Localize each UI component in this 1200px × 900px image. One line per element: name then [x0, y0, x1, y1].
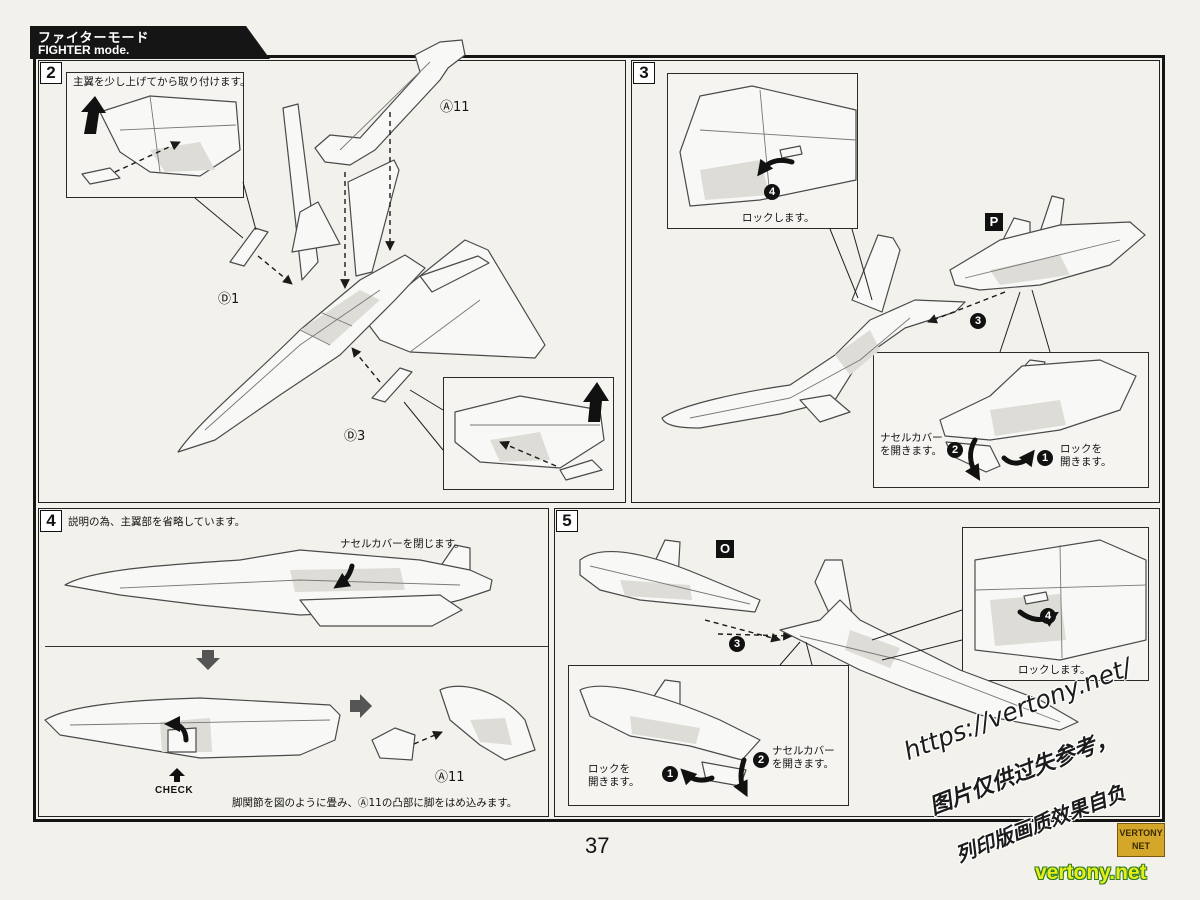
logo-text-top: VERTONY [1119, 828, 1163, 838]
header-title-jp: ファイターモード [38, 31, 150, 46]
leader-line [403, 389, 444, 451]
leader-line [779, 641, 813, 666]
assembly-arrow [351, 347, 381, 383]
leader-line [999, 289, 1051, 353]
unlock-arrow [680, 768, 715, 786]
logo-text-bottom: NET [1132, 841, 1150, 851]
nacelle-o-illustration [579, 539, 761, 613]
page-number: 37 [585, 833, 610, 858]
step-4-panel [38, 508, 549, 817]
note-line: 開きます。 [1060, 456, 1112, 468]
fold-gear-arrow [164, 716, 189, 743]
step-4-leg-detail-illustration [371, 685, 536, 761]
step-3-nacelle-note: ナセルカバー を開きます。 [880, 432, 943, 458]
note-line: ロックを [588, 763, 630, 775]
leader-line [871, 609, 963, 661]
step-5-lock-detail-illustration [974, 539, 1147, 661]
note-line: を開きます。 [880, 445, 942, 457]
step-3-lock-note: ロックします。 [742, 212, 815, 224]
step-5-lock-note: ロックします。 [1018, 664, 1091, 676]
step-5-panel [554, 508, 1160, 817]
site-watermark: vertony.net [1035, 861, 1147, 884]
close-cover-arrow [333, 563, 355, 589]
step-2-panel [38, 60, 626, 503]
assembly-arrow [413, 730, 443, 745]
step-3-number: 3 [633, 62, 655, 84]
assembly-arrow [704, 619, 781, 643]
step-5-unlock-note: ロックを 開きます。 [588, 763, 639, 789]
substep-3-badge: 3 [729, 636, 745, 652]
header-title-en: FIGHTER mode. [38, 43, 130, 57]
part-d1-illustration [229, 227, 269, 267]
step-2-d3-detail-illustration [454, 395, 605, 481]
check-up-arrow-icon [169, 768, 185, 782]
header-banner [30, 26, 270, 59]
substep-2-badge: 2 [947, 442, 963, 458]
lock-slide-arrow [757, 157, 795, 177]
substep-1-badge: 1 [1037, 450, 1053, 466]
part-d3-label: Ⓓ3 [344, 429, 366, 444]
part-d1-label: Ⓓ1 [218, 292, 240, 307]
step-2-wing-note: 主翼を少し上げてから取り付けます。 [73, 76, 251, 88]
note-line: ナセルカバー [772, 745, 835, 757]
check-label: CHECK [155, 785, 194, 796]
unlock-arrow [1001, 449, 1035, 468]
open-cover-arrow [733, 757, 748, 798]
part-d3-illustration [371, 367, 413, 403]
step-5-number: 5 [556, 510, 578, 532]
assembly-arrow [717, 630, 793, 641]
part-o-label: O [716, 540, 734, 558]
step-2-fighter-illustration [177, 103, 546, 453]
step-3-lock-detail-illustration [679, 85, 857, 207]
step-4-divider [45, 646, 548, 647]
step-2-number: 2 [40, 62, 62, 84]
leader-line [194, 181, 257, 239]
step-4-number: 4 [40, 510, 62, 532]
substep-3-badge: 3 [970, 313, 986, 329]
assembly-arrow [499, 440, 557, 467]
vertony-logo: VERTONY NET [1117, 823, 1165, 857]
assembly-arrow [114, 141, 181, 173]
step-4-fighter-gear-illustration [44, 697, 341, 759]
step-4-close-note: ナセルカバーを閉じます。 [340, 538, 465, 550]
step-4-omit-note: 説明の為、主翼部を省略しています。 [68, 516, 246, 528]
step-3-panel [631, 60, 1160, 503]
substep-1-badge: 1 [662, 766, 678, 782]
step-4-fighter-side-illustration [64, 544, 493, 627]
step-2-wing-detail-illustration [81, 95, 241, 185]
note-line: ナセルカバー [880, 432, 943, 444]
substep-4-badge: 4 [764, 184, 780, 200]
down-arrow-icon [196, 650, 220, 670]
assembly-arrow [257, 255, 293, 285]
substep-2-badge: 2 [753, 752, 769, 768]
note-line: ロックを [1060, 443, 1102, 455]
step-3-fighter-illustration [661, 234, 966, 429]
step-5-fighter-illustration [779, 559, 1079, 731]
open-cover-arrow [965, 437, 981, 481]
right-arrow-icon [350, 694, 372, 718]
part-a11-illustration [314, 39, 466, 166]
step-3-unlock-note: ロックを 開きます。 [1060, 443, 1111, 469]
note-line: を開きます。 [772, 758, 834, 770]
nacelle-p-illustration [949, 195, 1146, 291]
note-line: 開きます。 [588, 776, 640, 788]
part-a11-label: Ⓐ11 [440, 100, 470, 115]
page-frame [33, 55, 1165, 822]
lift-wing-arrow [583, 382, 609, 422]
assembly-arrow [927, 291, 1006, 324]
substep-4-badge: 4 [1040, 608, 1056, 624]
part-p-label: P [985, 213, 1003, 231]
lift-wing-arrow [81, 96, 106, 134]
leader-line [829, 228, 873, 301]
step-4-leg-note: 脚関節を図のように畳み、Ⓐ11の凸部に脚をはめ込みます。 [232, 797, 518, 809]
part-a11-label: Ⓐ11 [435, 770, 465, 785]
step-5-nacelle-note: ナセルカバー を開きます。 [772, 745, 835, 771]
